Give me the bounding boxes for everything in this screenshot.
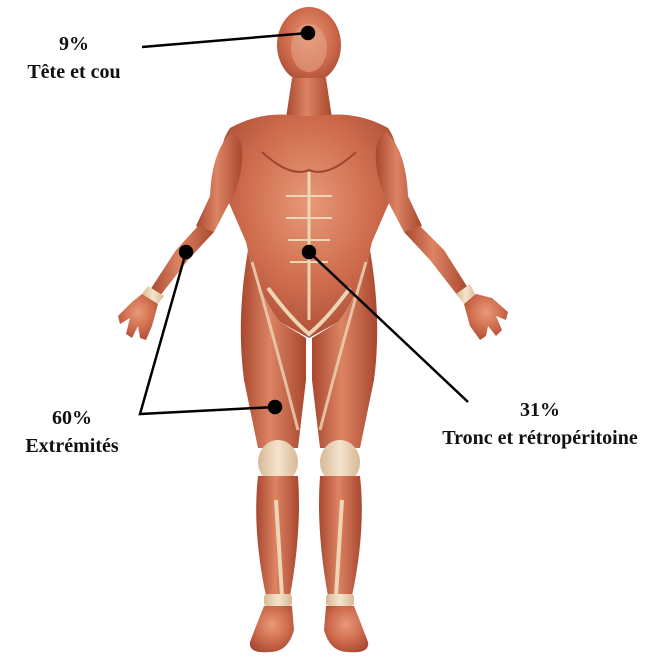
body-silhouette [118, 7, 508, 652]
trunk-marker-dot [303, 246, 315, 258]
right-forearm [404, 226, 468, 296]
arm-marker-dot [180, 246, 192, 258]
extremities-annotation: 60% Extrémités [4, 404, 140, 460]
trunk-percent: 31% [412, 396, 668, 424]
right-hand [464, 294, 508, 340]
left-hand [118, 294, 158, 340]
head-neck-label: Tête et cou [12, 58, 136, 86]
leg-marker-dot [269, 401, 281, 413]
right-ankle [326, 594, 354, 606]
neck-shape [286, 78, 332, 118]
head-marker-dot [302, 27, 314, 39]
left-ankle [264, 594, 292, 606]
left-foot [250, 606, 294, 652]
head-neck-percent: 9% [12, 30, 136, 58]
right-foot [324, 606, 368, 652]
head-neck-annotation: 9% Tête et cou [12, 30, 136, 86]
trunk-annotation: 31% Tronc et rétropéritoine [412, 396, 668, 452]
trunk-label: Tronc et rétropéritoine [412, 424, 668, 452]
left-forearm [150, 226, 214, 296]
extremities-label: Extrémités [4, 432, 140, 460]
extremities-percent: 60% [4, 404, 140, 432]
